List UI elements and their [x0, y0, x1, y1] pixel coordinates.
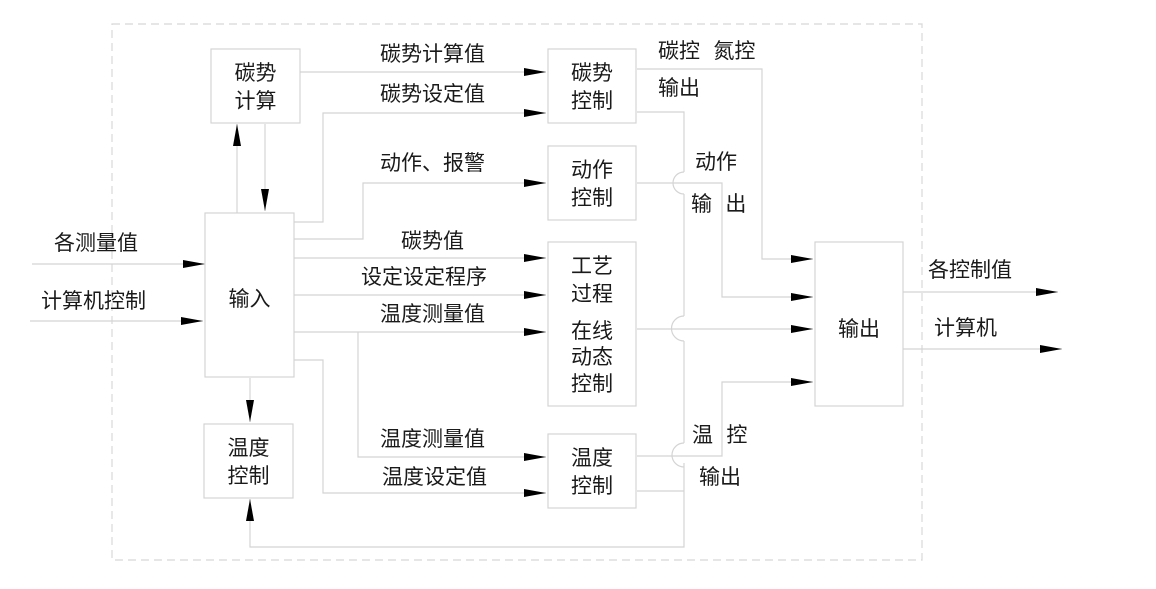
block-label: 在线 [571, 319, 613, 343]
label-carbon-set-value: 碳势设定值 [380, 82, 485, 106]
wire-action-alarm [294, 179, 546, 240]
block-label: 输入 [229, 287, 271, 311]
wire-temp-set-value [294, 359, 546, 497]
block-label: 控制 [571, 186, 613, 210]
label-action: 动作 [695, 150, 737, 174]
block-label: 碳势 [235, 61, 277, 85]
block-label: 控制 [571, 89, 613, 113]
block-action-ctrl: 动作 控制 [547, 145, 637, 221]
wire-temp-output [637, 378, 813, 457]
block-label: 计算 [235, 89, 277, 113]
block-label: 温度 [571, 446, 613, 470]
wire-feedback-temp [246, 463, 685, 548]
block-temp-ctrl-left: 温度 控制 [203, 423, 294, 499]
label-action-output: 输 出 [691, 192, 746, 216]
block-label: 控制 [571, 474, 613, 498]
wire-carbon-ctrl-output-2 [637, 111, 685, 172]
label-measured-values: 各测量值 [54, 231, 138, 255]
label-carbon-output: 输出 [658, 76, 700, 100]
wire-temp-measured-2 [357, 332, 546, 461]
block-process-ctrl: 工艺 过程 在线 动态 控制 [547, 241, 637, 407]
block-carbon-calc: 碳势 计算 [210, 48, 301, 124]
label-computer-control: 计算机控制 [41, 289, 146, 313]
label-temp-output: 输出 [699, 465, 741, 489]
label-carbon-nitrogen-ctrl: 碳控 氮控 [658, 39, 755, 63]
block-output: 输出 [814, 241, 904, 407]
system-boundary [111, 23, 923, 561]
label-temp-set-value: 温度设定值 [382, 465, 487, 489]
label-temp: 温 控 [692, 423, 747, 447]
label-temp-measured-2: 温度测量值 [380, 427, 485, 451]
block-temp-ctrl: 温度 控制 [547, 433, 637, 509]
block-label: 动作 [571, 158, 613, 182]
block-label: 输出 [838, 317, 880, 341]
wire-carbon-ctrl-output [637, 68, 813, 263]
block-label: 过程 [571, 282, 613, 306]
block-label: 工艺 [571, 254, 613, 278]
label-control-values: 各控制值 [928, 258, 1012, 282]
block-carbon-ctrl: 碳势 控制 [547, 48, 637, 124]
label-carbon-calc-value: 碳势计算值 [380, 42, 485, 66]
block-label: 控制 [228, 464, 270, 488]
label-action-alarm: 动作、报警 [380, 151, 485, 175]
block-label: 控制 [571, 372, 613, 396]
label-temp-measured: 温度测量值 [380, 302, 485, 326]
block-label: 碳势 [571, 61, 613, 85]
label-computer: 计算机 [934, 316, 997, 340]
block-label: 动态 [571, 345, 613, 369]
block-label: 温度 [228, 436, 270, 460]
label-set-program: 设定设定程序 [361, 265, 487, 289]
label-carbon-value: 碳势值 [401, 229, 464, 253]
wire-action-output [637, 182, 813, 301]
block-input: 输入 [204, 212, 295, 378]
wire-hop-temp [671, 442, 685, 468]
wire-carbon-set-value [294, 109, 546, 223]
